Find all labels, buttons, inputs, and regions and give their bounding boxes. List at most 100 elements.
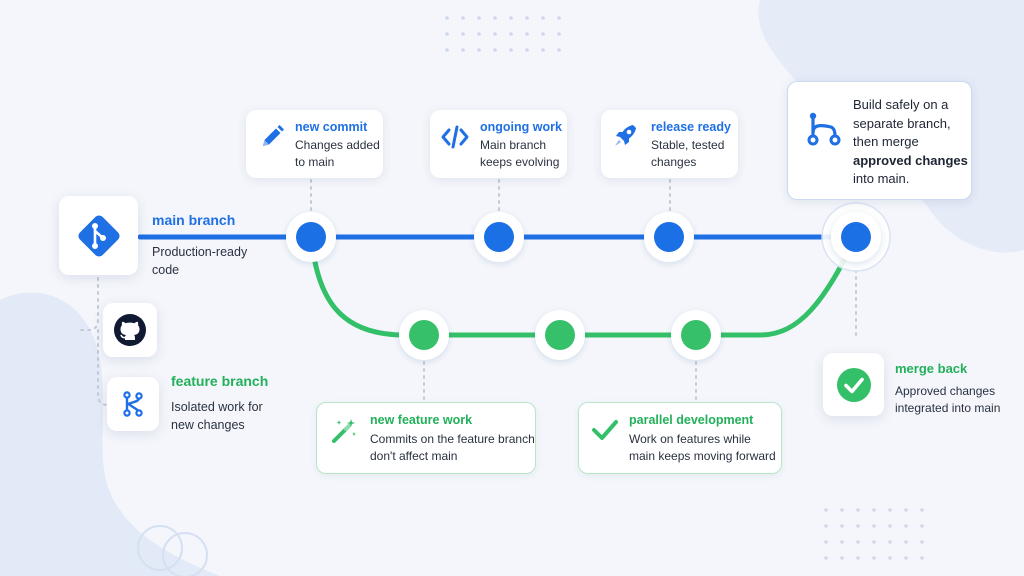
- check-circle-icon: [836, 367, 871, 402]
- callout-desc-line2: to main: [295, 155, 335, 169]
- merge-node: [831, 212, 881, 262]
- decor-dot: [477, 48, 481, 52]
- decor-dot: [904, 524, 908, 528]
- main-node: [644, 212, 694, 262]
- dot-grid-top: [445, 16, 561, 52]
- callout-desc-line1: Commits on the feature branch: [370, 432, 535, 446]
- main-branch-desc-line1: Production-ready: [152, 245, 248, 259]
- decor-dot: [888, 556, 892, 560]
- decor-dot: [888, 524, 892, 528]
- decor-dot: [557, 48, 561, 52]
- decor-dot: [541, 32, 545, 36]
- info-line4-bold: approved changes: [853, 152, 968, 168]
- dot-grid-bottom-right: [824, 508, 924, 560]
- decor-dot: [824, 508, 828, 512]
- decor-dot: [856, 540, 860, 544]
- decor-dot: [824, 556, 828, 560]
- info-line2: separate branch,: [853, 115, 951, 131]
- callout-desc-line1: Main branch: [480, 138, 547, 152]
- callout-new-commit: new commit Changes added to main: [246, 110, 383, 178]
- decor-dot: [872, 508, 876, 512]
- info-line3: then merge: [853, 134, 919, 149]
- pencil-icon: [263, 125, 284, 146]
- decor-dot: [445, 32, 449, 36]
- main-branch-desc-line2: code: [152, 263, 180, 277]
- decor-dot: [888, 540, 892, 544]
- feature-branch-line: [308, 234, 859, 338]
- callout-desc-line2: changes: [651, 155, 697, 169]
- decor-dot: [493, 48, 497, 52]
- callout-title: parallel development: [629, 413, 754, 427]
- heart-outline: [137, 525, 183, 571]
- feature-branch-title: feature branch: [171, 373, 269, 389]
- feature-node: [535, 310, 585, 360]
- callout-desc-line1: Changes added: [295, 138, 380, 152]
- decor-dot: [557, 32, 561, 36]
- decor-dot: [824, 540, 828, 544]
- decor-dot: [920, 540, 924, 544]
- git-logo-tile: [59, 196, 138, 275]
- code-icon: [441, 125, 469, 149]
- decor-dot: [461, 48, 465, 52]
- merge-back-desc-line1: Approved changes: [895, 384, 996, 398]
- decor-dot: [904, 540, 908, 544]
- decor-dot: [872, 556, 876, 560]
- feature-branch-nodes: [399, 310, 721, 360]
- info-card-text: Build safely on a separate branch, then …: [853, 96, 968, 189]
- decor-dot: [856, 508, 860, 512]
- decor-dot: [509, 48, 513, 52]
- callout-desc-line2: keeps evolving: [480, 155, 560, 169]
- decor-dot: [509, 16, 513, 20]
- decor-dot: [541, 48, 545, 52]
- decor-dot: [920, 556, 924, 560]
- decor-dot: [445, 48, 449, 52]
- callout-title: new feature work: [370, 413, 473, 427]
- feature-node: [671, 310, 721, 360]
- main-node: [286, 212, 336, 262]
- decor-dot: [824, 524, 828, 528]
- branch-icon: [123, 391, 143, 417]
- callout-title: ongoing work: [480, 120, 562, 134]
- decor-dot: [477, 16, 481, 20]
- main-branch-nodes: [286, 212, 881, 262]
- branch-icon: [807, 112, 841, 146]
- decor-dot: [840, 524, 844, 528]
- decor-dot: [477, 32, 481, 36]
- callout-title: release ready: [651, 120, 731, 134]
- decor-dot: [904, 508, 908, 512]
- callout-new-feature-work: new feature work Commits on the feature …: [316, 402, 536, 474]
- decor-dot: [461, 16, 465, 20]
- decor-dot: [872, 540, 876, 544]
- decor-dot: [525, 48, 529, 52]
- feature-node: [399, 310, 449, 360]
- decor-dot: [541, 16, 545, 20]
- callout-ongoing-work: ongoing work Main branch keeps evolving: [430, 110, 567, 178]
- callout-desc-line2: don't affect main: [370, 449, 458, 463]
- decor-dot: [525, 16, 529, 20]
- decor-dot: [493, 32, 497, 36]
- magic-wand-icon: [332, 419, 356, 443]
- callout-desc-line1: Stable, tested: [651, 138, 725, 152]
- callout-parallel-development: parallel development Work on features wh…: [578, 402, 782, 474]
- decor-dot: [557, 16, 561, 20]
- feature-branch-desc-line2: new changes: [171, 418, 245, 432]
- dashed-connectors: [77, 179, 857, 406]
- decor-dot: [509, 32, 513, 36]
- merge-back-tile: [823, 353, 884, 416]
- callout-desc-line1: Work on features while: [629, 432, 751, 446]
- info-line1: Build safely on a: [853, 97, 949, 112]
- rocket-icon: [615, 125, 636, 146]
- decor-dot: [840, 556, 844, 560]
- info-line5: into main.: [853, 171, 910, 186]
- main-branch-title: main branch: [152, 212, 236, 228]
- callout-release-ready: release ready Stable, tested changes: [601, 110, 738, 178]
- github-tile: [103, 303, 157, 357]
- decor-dot: [904, 556, 908, 560]
- decor-dot: [525, 32, 529, 36]
- decor-dot: [920, 524, 924, 528]
- decor-dot: [872, 524, 876, 528]
- background-blob-bottom-left: [0, 292, 220, 576]
- feature-branch-desc-line1: Isolated work for: [171, 400, 263, 414]
- callout-title: new commit: [295, 120, 368, 134]
- decor-dot: [856, 556, 860, 560]
